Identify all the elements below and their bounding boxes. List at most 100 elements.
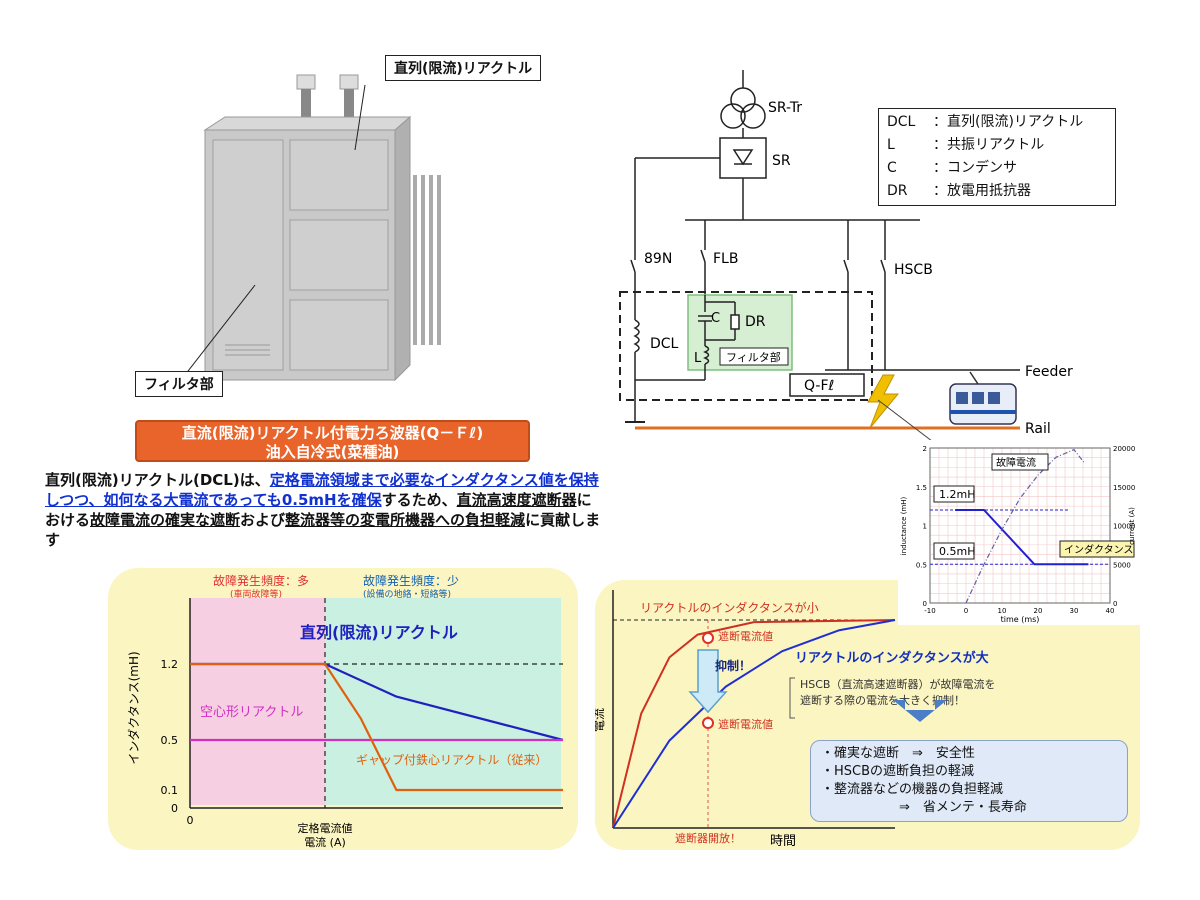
label-sr: SR [772, 153, 791, 169]
region-label-low: 故障発生頻度：少 [363, 573, 459, 588]
x-tick-rated: 定格電流値 [298, 821, 353, 835]
inset-series-current [965, 448, 1086, 604]
desc-underline: 整流器等の変電所機器への負担軽減 [285, 511, 526, 529]
annot-1-2mh: 1.2mH [939, 488, 975, 501]
callout-filter-section: フィルタ部 [135, 371, 223, 397]
x-axis-label: 電流 (A) [304, 835, 346, 849]
region-label-high: 故障発生頻度：多 [213, 573, 309, 588]
benefit-item: ・HSCBの遮断負担の軽減 [821, 764, 975, 779]
inductance-vs-current-chart: 故障発生頻度：多 (車両故障等) 故障発生頻度：少 (設備の地絡・短絡等) 直列… [126, 573, 564, 849]
fault-lightning-icon [867, 374, 900, 429]
product-photo [184, 55, 455, 395]
train-icon [949, 371, 1017, 425]
description-paragraph: 直列(限流)リアクトル(DCL)は、定格電流領域まで必要なインダクタンス値を保持… [45, 470, 605, 550]
inset-y-label: inductance (mH) [900, 496, 908, 555]
label-small-inductance: リアクトルのインダクタンスが小 [640, 600, 819, 615]
inset-y-tick: 0 [923, 600, 927, 608]
qfl-enclosure [619, 291, 873, 401]
switch-89n-icon [630, 259, 636, 273]
benefit-item: ・整流器などの機器の負担軽減 [821, 782, 1004, 797]
region-sub-high: (車両故障等) [230, 588, 282, 600]
inset-x-tick: 30 [1070, 607, 1079, 615]
y-tick-label: 0.5 [161, 734, 179, 747]
desc-underline: 故障電流の確実な遮断 [90, 511, 241, 529]
annot-inductance: インダクタンス [1064, 543, 1133, 556]
label-flb: FLB [713, 251, 738, 267]
inset-y2-tick: 10000 [1113, 523, 1135, 531]
y-tick-label: 1.2 [161, 658, 179, 671]
legend-row: DR：放電用抵抗器 [887, 183, 1031, 199]
inset-grid [929, 447, 1111, 604]
label-l: L [694, 351, 702, 366]
annot-box-1-2mh [933, 485, 975, 503]
label-cutoff-1: 遮断電流値 [718, 629, 773, 643]
dcl-coil-icon [633, 319, 640, 353]
label-feeder: Feeder [1025, 364, 1073, 380]
suppression-arrow-icon [688, 649, 728, 714]
desc-text: における [45, 491, 592, 529]
annot-box-fault-current [991, 453, 1049, 471]
left-series-group [190, 662, 564, 792]
switch-flb-icon [700, 249, 706, 263]
inset-x-tick: -10 [924, 607, 935, 615]
label-89n: 89N [644, 251, 672, 267]
resonant-coil-icon [703, 345, 710, 365]
inset-y2-label: current (A) [1128, 507, 1136, 545]
filter-tag-box [719, 347, 789, 366]
inset-y-tick: 2 [923, 445, 927, 453]
resistor-icon [730, 314, 740, 330]
annot-box-inductance [1059, 540, 1135, 558]
label-rail: Rail [1025, 421, 1051, 437]
series-label-dcl: 直列(限流)リアクトル [300, 623, 458, 642]
product-title-line2: 油入自冷式(菜種油) [265, 443, 400, 461]
series-line-0 [612, 619, 896, 829]
series-label-aircore: 空心形リアクトル [200, 705, 303, 720]
annot-box-0-5mh [933, 542, 975, 560]
x-axis-label: 時間 [770, 834, 796, 849]
desc-text: および [240, 511, 286, 529]
series-label-gapped: ギャップ付鉄心リアクトル（従来） [356, 752, 547, 767]
qfl-tag-box [789, 373, 865, 397]
inset-y2-tick: 5000 [1113, 561, 1131, 569]
desc-text: するため、 [381, 491, 457, 509]
inset-series-inductance [955, 509, 1089, 566]
inset-y2-tick: 0 [1113, 600, 1117, 608]
inset-y2-tick: 20000 [1113, 445, 1135, 453]
inset-x-tick: 20 [1034, 607, 1043, 615]
y-tick-label: 0.1 [161, 784, 179, 797]
series-line-2 [190, 662, 563, 792]
inset-x-tick: 0 [964, 607, 968, 615]
y-tick-label: 0 [171, 802, 178, 815]
y-axis-label: インダクタンス(mH) [126, 651, 141, 764]
benefits-box: ・確実な遮断 ⇒ 安全性 ・HSCBの遮断負担の軽減 ・整流器などの機器の負担軽… [810, 740, 1128, 822]
note-bracket [789, 677, 795, 719]
label-c: C [711, 311, 720, 326]
desc-text: に貢献します [45, 511, 601, 549]
inset-y-tick: 1.5 [916, 484, 927, 492]
annot-0-5mh: 0.5mH [939, 545, 975, 558]
inset-series-group [930, 448, 1110, 604]
inset-x-tick: 40 [1106, 607, 1115, 615]
callout-series-reactor: 直列(限流)リアクトル [385, 55, 542, 81]
legend-row: DCL：直列(限流)リアクトル [887, 114, 1084, 130]
benefit-item: ・確実な遮断 ⇒ 安全性 [821, 746, 975, 761]
label-sr-tr: SR-Tr [768, 100, 802, 116]
inset-x-label: time (ms) [1001, 615, 1040, 624]
x-tick-label: 0 [187, 814, 194, 827]
rectifier-icon [719, 137, 767, 179]
hscb-switch-icon [880, 259, 886, 273]
desc-text: 直列(限流)リアクトル(DCL)は、 [45, 471, 270, 489]
down-arrow-icon [893, 700, 947, 722]
region-sub-low: (設備の地絡・短絡等) [363, 588, 451, 600]
label-filter-tag: フィルタ部 [726, 350, 781, 364]
label-breaker-open: 遮断器開放！ [675, 831, 741, 845]
annot-fault-current: 故障電流 [996, 456, 1036, 469]
legend-row: C：コンデンサ [887, 160, 1017, 176]
circuit-diagram: SR-Tr SR 89N FLB DCL C DR L フィルタ部 Q-Fℓ [619, 70, 1073, 450]
cutoff-point-small [702, 632, 714, 644]
inset-x-tick: 10 [998, 607, 1007, 615]
label-qfl: Q-Fℓ [804, 378, 834, 394]
benefit-item: ⇒ 省メンテ・長寿命 [821, 800, 1027, 815]
